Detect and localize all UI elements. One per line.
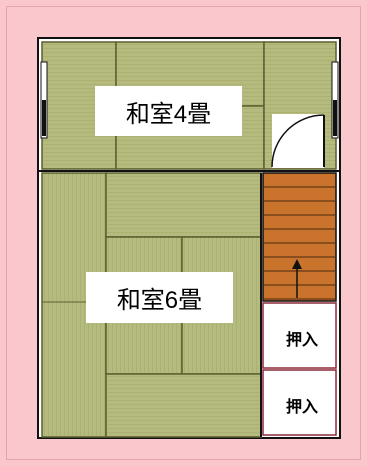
outer-frame — [6, 6, 361, 460]
closet-label-2: 押入 — [285, 399, 318, 416]
door-swing-icon — [271, 114, 325, 168]
closet-2 — [262, 369, 337, 436]
staircase — [262, 172, 337, 302]
tatami-mat — [105, 172, 262, 238]
window-icon — [40, 61, 48, 139]
tatami-mat — [105, 373, 262, 438]
room-label-washitsu-6: 和室6畳 — [86, 272, 233, 323]
closet-label-1: 押入 — [285, 332, 318, 349]
arrow-up-icon — [292, 259, 302, 298]
room-label-washitsu-4: 和室4畳 — [95, 86, 242, 136]
window-icon — [331, 61, 339, 139]
closet-1 — [262, 302, 337, 369]
